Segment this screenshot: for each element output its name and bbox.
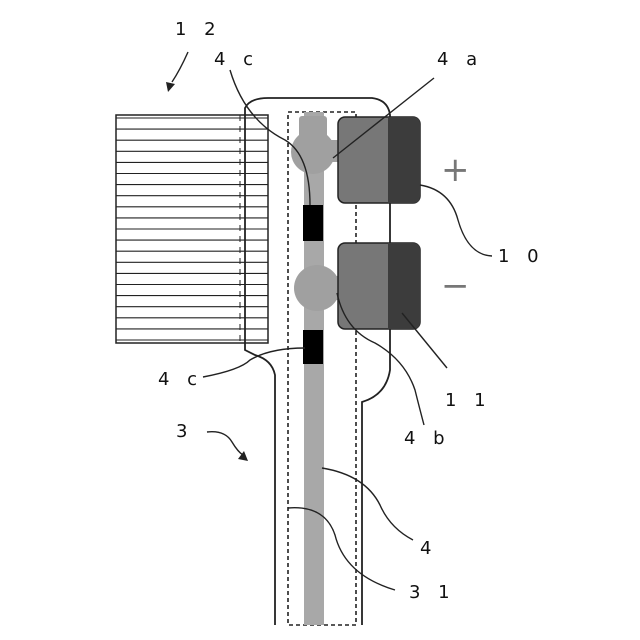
lower-node <box>294 265 344 311</box>
leader-4 <box>322 468 413 540</box>
chip-upper <box>303 205 323 241</box>
leader-4c-bottom <box>203 348 305 377</box>
minus-sign: − <box>441 266 470 306</box>
label-4: 4 <box>420 538 437 559</box>
conductor-strip <box>304 112 324 625</box>
leader-12 <box>172 52 188 82</box>
leader-11 <box>402 313 447 368</box>
arrow-12 <box>166 82 175 92</box>
upper-node <box>291 116 343 174</box>
label-4c-bottom: 4 c <box>158 369 203 390</box>
label-3: 3 <box>176 421 193 442</box>
label-12: 1 2 <box>175 19 222 40</box>
label-4c-top: 4 c <box>214 49 259 70</box>
plus-sign: + <box>441 150 470 190</box>
label-31: 3 1 <box>409 582 456 603</box>
leader-3 <box>207 432 243 455</box>
label-11: 1 1 <box>445 390 492 411</box>
electrode-plus <box>338 117 420 203</box>
label-10: 1 0 <box>498 246 545 267</box>
label-4b: 4 b <box>404 428 451 449</box>
leader-10 <box>420 185 492 256</box>
label-4a: 4 a <box>437 49 483 70</box>
chip-lower <box>303 330 323 364</box>
electrode-minus <box>338 243 420 329</box>
